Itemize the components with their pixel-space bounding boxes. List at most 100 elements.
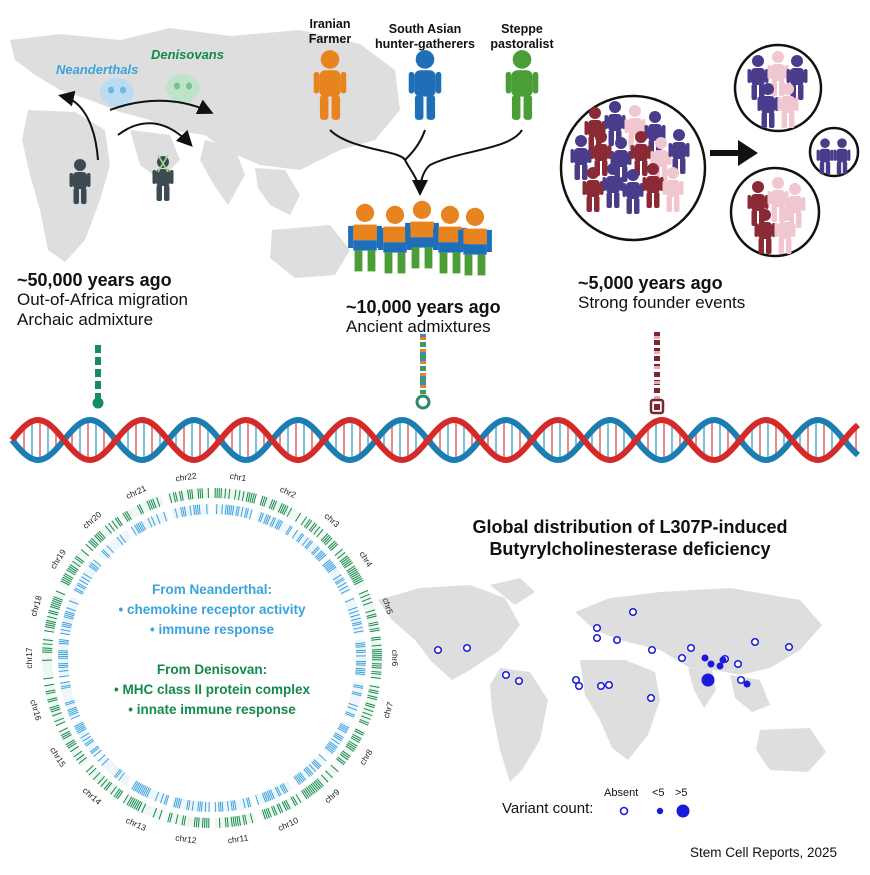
variant-markers (433, 607, 794, 703)
legend-less-than-5-label: <5 (652, 787, 665, 799)
circos-neanderthal-segment (355, 649, 366, 652)
circos-plot (41, 488, 383, 828)
circos-denisovan-segment (301, 790, 308, 800)
circos-neanderthal-segment (134, 782, 141, 792)
map-europe-asia (10, 28, 400, 170)
circos-denisovan-segment (340, 556, 350, 564)
circos-denisovan-segment (97, 532, 105, 541)
circos-neanderthal-segment (193, 505, 196, 516)
circos-neanderthal-segment (219, 801, 222, 812)
circos-neanderthal-segment (245, 508, 249, 519)
circos-neanderthal-segment (266, 790, 272, 801)
circos-neanderthal-segment (317, 552, 326, 561)
circos-denisovan-segment (136, 505, 143, 515)
circos-neanderthal-segment (69, 711, 79, 717)
circos-denisovan-segment (197, 817, 200, 828)
circos-denisovan-segment (43, 677, 54, 680)
circos-neanderthal-segment (310, 546, 319, 555)
event-title-5000: ~5,000 years ago (578, 273, 723, 293)
circos-neanderthal-segment (93, 559, 102, 567)
map-africa (22, 110, 110, 262)
circos-denisovan-segment (146, 500, 152, 511)
circos-neanderthal-segment (324, 561, 333, 569)
circos-denisovan-segment (259, 495, 264, 506)
circos-neanderthal-segment (271, 517, 277, 528)
circos-neanderthal-segment (137, 784, 144, 794)
circos-denisovan-segment (371, 670, 382, 673)
circos-denisovan-segment (75, 555, 85, 563)
circos-denisovan-segment (253, 493, 257, 504)
circos-neanderthal-segment (305, 541, 314, 550)
variant-absent-marker (628, 607, 638, 617)
circos-neanderthal-segment (303, 768, 311, 777)
circos-denisovan-segment (199, 488, 202, 499)
variant-less-than-5-marker (716, 662, 724, 670)
circos-neanderthal-segment (68, 709, 79, 715)
circos-neanderthal-segment (115, 770, 123, 779)
circos-neanderthal-segment (237, 506, 240, 517)
circos-denisovan-segment (51, 601, 61, 607)
circos-neanderthal-segment (338, 726, 348, 732)
circos-denisovan-segment (360, 593, 370, 599)
circos-denisovan-segment (371, 672, 382, 675)
circos-denisovan-segment (238, 815, 242, 826)
circos-neanderthal-segment (181, 506, 185, 517)
circos-neanderthal-segment (326, 564, 336, 572)
circos-denisovan-segment (278, 803, 284, 813)
circos-denisovan-segment (308, 784, 316, 794)
circos-denisovan-segment (244, 814, 248, 825)
circos-denisovan-segment (271, 806, 276, 816)
circos-neanderthal-segment (141, 785, 147, 796)
circos-neanderthal-segment (327, 566, 337, 574)
circos-denisovan-segment (322, 534, 330, 543)
circos-neanderthal-segment (299, 771, 307, 781)
circos-neanderthal-segment (332, 735, 342, 742)
circos-neanderthal-segment (323, 560, 332, 568)
circos-neanderthal-segment (60, 681, 71, 684)
circos-denisovan-segment (158, 809, 163, 820)
circos-denisovan-segment (276, 804, 282, 814)
circos-neanderthal-segment (233, 800, 237, 811)
circos-neanderthal-segment (64, 612, 75, 617)
circos-neanderthal-segment (333, 733, 343, 740)
circos-neanderthal-segment (337, 727, 347, 734)
circos-neanderthal-segment (339, 585, 349, 592)
circos-denisovan-segment (330, 764, 339, 773)
circos-denisovan-segment (316, 778, 324, 787)
circos-neanderthal-segment (351, 621, 362, 625)
circos-denisovan-segment (183, 815, 187, 826)
circos-denisovan-segment (316, 529, 324, 538)
circos-neanderthal-segment (154, 791, 160, 802)
circos-denisovan-segment (93, 534, 102, 543)
circos-neanderthal-segment (146, 788, 152, 798)
circos-neanderthal-segment (353, 685, 364, 689)
circos-denisovan-segment (124, 511, 131, 522)
circos-neanderthal-segment (58, 640, 69, 643)
variant-absent-marker (462, 643, 472, 653)
circos-denisovan-segment (178, 491, 182, 502)
circos-denisovan-segment (54, 717, 64, 723)
circos-denisovan-segment (46, 619, 57, 624)
circos-denisovan-segment (55, 721, 66, 727)
circos-neanderthal-segment (140, 521, 147, 531)
circos-denisovan-segment (202, 817, 204, 828)
circos-neanderthal-segment (226, 504, 229, 515)
circos-denisovan-segment (91, 537, 99, 546)
circos-denisovan-segment (224, 817, 227, 828)
circos-denisovan-segment (78, 757, 87, 765)
circos-neanderthal-segment (331, 738, 340, 745)
legend-absent-symbol (619, 806, 629, 816)
circos-neanderthal-segment (311, 761, 319, 770)
circos-denisovan-segment (197, 488, 200, 499)
circos-denisovan-segment (73, 750, 83, 758)
circos-denisovan-segment (350, 737, 360, 744)
circos-neanderthal-segment (76, 584, 86, 590)
circos-neanderthal-segment (242, 798, 246, 809)
circos-denisovan-segment (272, 805, 278, 816)
circos-neanderthal-segment (61, 686, 72, 690)
circos-neanderthal-segment (337, 582, 347, 588)
event-line-archaic-admixture: Archaic admixture (17, 310, 154, 329)
circos-denisovan-segment (105, 782, 113, 791)
variant-absent-marker (750, 637, 760, 647)
circos-denisovan-segment (138, 504, 145, 514)
